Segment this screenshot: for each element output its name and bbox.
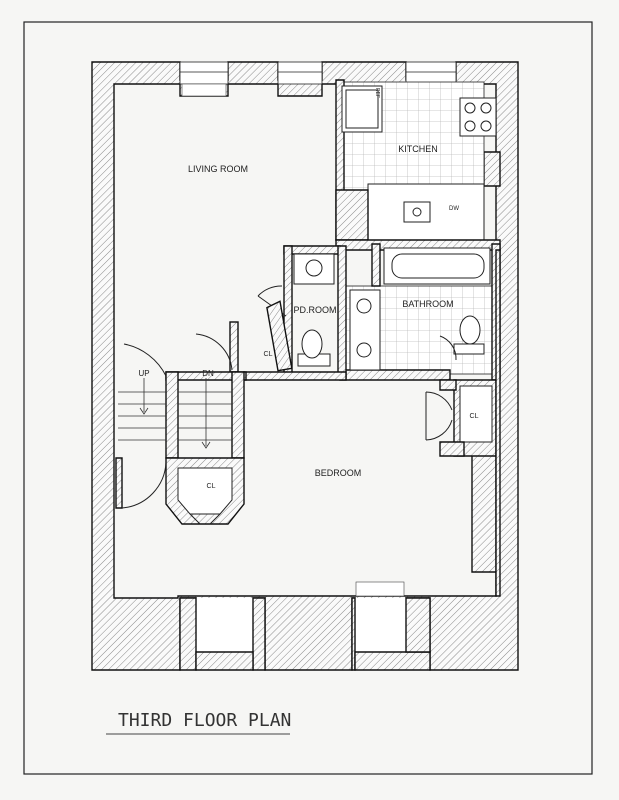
pd-toilet-icon [301, 329, 323, 359]
plan-title: THIRD FLOOR PLAN [118, 710, 291, 731]
bedroom-closet-area [425, 379, 497, 457]
room-label-bedroom: BEDROOM [315, 468, 362, 478]
closet-label-bedroom: CL [470, 413, 479, 420]
bathroom-toilet-icon [459, 315, 481, 345]
closet-label-pd: CL [264, 351, 273, 358]
closet-label-stair: CL [207, 483, 216, 490]
refrigerator [341, 85, 383, 133]
room-label-living-room: LIVING ROOM [188, 164, 248, 174]
room-label-kitchen: KITCHEN [398, 144, 438, 154]
vanity-icon [349, 289, 381, 371]
stair-area [115, 333, 247, 525]
kitchen-area [335, 79, 501, 251]
stair-up-label: UP [138, 369, 149, 378]
kitchen-sink-icon [403, 201, 431, 223]
stove-icon [459, 97, 497, 137]
room-label-bathroom: BATHROOM [402, 299, 453, 309]
bathroom-area [339, 243, 501, 381]
refrigerator-label: REF [374, 88, 380, 98]
dishwasher-label: DW [449, 206, 459, 212]
pd-sink-icon [293, 253, 335, 285]
room-label-pd-room: PD.ROOM [293, 305, 336, 315]
bathtub-icon [383, 247, 491, 285]
stair-down-label: DN [202, 369, 214, 378]
page-frame [23, 21, 593, 775]
powder-room-area [229, 245, 347, 381]
exterior-walls [91, 61, 519, 671]
